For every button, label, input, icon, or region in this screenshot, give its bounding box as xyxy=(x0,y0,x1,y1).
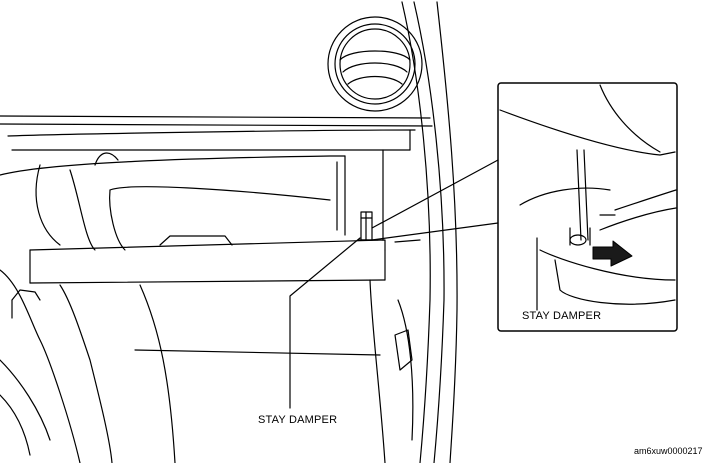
glove-box-interior xyxy=(35,152,331,251)
dashboard-upper xyxy=(0,115,433,241)
figure-id-label: am6xuw0000217 xyxy=(634,446,703,456)
stay-damper xyxy=(357,211,379,241)
dashboard-lower xyxy=(0,269,414,463)
glove-box-lid xyxy=(29,239,421,284)
door-pillar xyxy=(401,1,458,463)
inset-detail xyxy=(497,82,678,332)
inset-stay-damper-label: STAY DAMPER xyxy=(522,310,602,322)
stay-damper-label: STAY DAMPER xyxy=(258,414,338,426)
arrow-down-right-icon xyxy=(592,240,633,267)
air-vent xyxy=(327,16,423,112)
inset-callout-wedge xyxy=(371,159,499,241)
main-leader-line xyxy=(289,237,361,409)
